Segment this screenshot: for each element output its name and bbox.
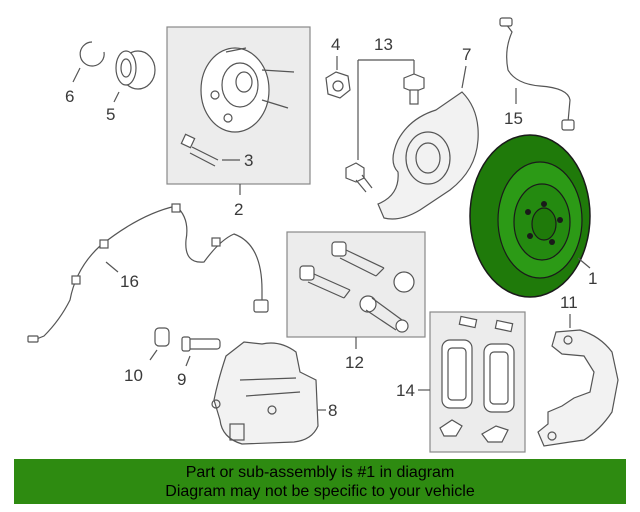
- bearing-part: [113, 50, 156, 103]
- boot-part: [393, 271, 415, 293]
- caliper-bracket-part: [537, 329, 619, 447]
- bushing-part: [154, 327, 170, 347]
- abs-sensor-part: [27, 203, 269, 343]
- callout-4: 4: [331, 35, 340, 54]
- callout-11: 11: [560, 293, 578, 312]
- callout-13: 13: [374, 35, 393, 54]
- banner-line-2: Diagram may not be specific to your vehi…: [165, 482, 475, 500]
- callout-5: 5: [106, 105, 115, 124]
- callout-10: 10: [124, 366, 143, 385]
- guide-pin-part-3: [359, 295, 409, 333]
- callout-1: 1: [588, 269, 597, 288]
- splash-shield-bolt-part: [403, 73, 425, 105]
- callout-14: 14: [396, 381, 415, 400]
- callout-7: 7: [462, 45, 471, 64]
- splash-shield-part: [377, 91, 479, 220]
- info-banner: Part or sub-assembly is #1 in diagram Di…: [14, 459, 626, 504]
- wheel-hub-part: [200, 47, 295, 133]
- brake-pad-part-2: [483, 343, 515, 413]
- nut-part: [325, 71, 351, 99]
- anti-rattle-clip-part: [439, 419, 509, 443]
- callout-15: 15: [504, 109, 523, 128]
- guide-pin-part: [331, 241, 385, 277]
- callout-8: 8: [328, 401, 337, 420]
- splash-shield-bolt-part-2: [345, 162, 373, 193]
- pad-clip-part: [458, 315, 514, 333]
- callout-3: 3: [244, 151, 253, 170]
- caliper-part: [211, 341, 319, 445]
- guide-pin-part-2: [299, 265, 351, 299]
- hub-bolt-part: [180, 133, 240, 167]
- brake-rotor-part: [469, 134, 591, 298]
- callout-12: 12: [345, 353, 364, 372]
- callout-2: 2: [234, 200, 243, 219]
- slide-pin-part: [181, 336, 221, 352]
- brake-pad-part: [441, 339, 473, 409]
- callout-16: 16: [120, 272, 139, 291]
- banner-line-1: Part or sub-assembly is #1 in diagram: [185, 463, 455, 481]
- callout-9: 9: [177, 370, 186, 389]
- snap-ring-part: [72, 41, 105, 83]
- brake-hose-part: [499, 17, 575, 131]
- callout-6: 6: [65, 87, 74, 106]
